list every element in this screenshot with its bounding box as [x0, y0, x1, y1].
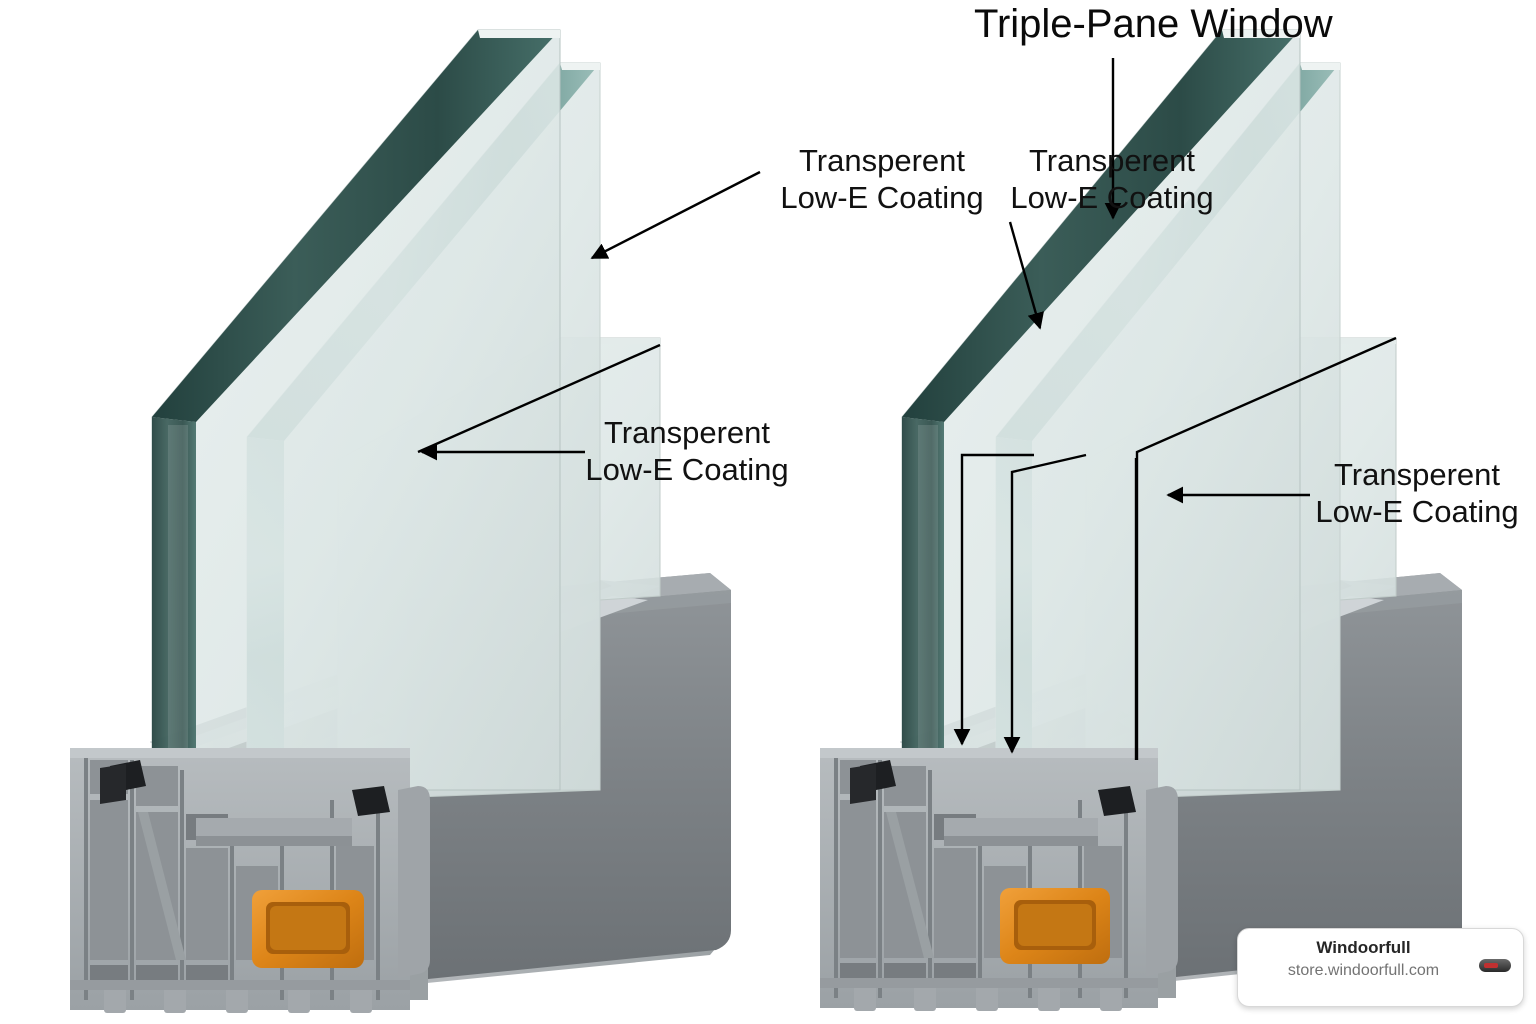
right-frame-nose	[1146, 786, 1178, 976]
left-steel-reinforcement	[252, 890, 364, 968]
left-frame-cross-section	[70, 748, 410, 1013]
callout-right-outer-coating: Transperent Low-E Coating	[1000, 142, 1224, 216]
callout-line-2: Low-E Coating	[585, 452, 789, 487]
callout-line-1: Transperent	[1029, 143, 1195, 178]
callout-line-1: Transperent	[604, 415, 770, 450]
right-callout-leaders	[953, 58, 1397, 760]
callout-right-inner-coating: Transperent Low-E Coating	[1300, 456, 1534, 530]
watermark-logo-icon	[1479, 959, 1511, 972]
page-title: Triple-Pane Window	[974, 2, 1333, 46]
right-gasket-inner	[1098, 786, 1136, 816]
right-window-assembly	[820, 29, 1462, 1011]
right-steel-reinforcement	[1000, 888, 1110, 964]
left-gasket-inner	[352, 786, 390, 816]
callout-line-2: Low-E Coating	[780, 180, 984, 215]
callout-left-outer-coating: Transperent Low-E Coating	[770, 142, 994, 216]
callout-left-inner-coating: Transperent Low-E Coating	[570, 414, 804, 488]
arrow-right-outer-coating	[1008, 221, 1044, 330]
right-frame-cross-section	[820, 748, 1158, 1011]
callout-line-2: Low-E Coating	[1010, 180, 1214, 215]
callout-line-1: Transperent	[1334, 457, 1500, 492]
left-frame-nose	[398, 786, 430, 978]
callout-line-2: Low-E Coating	[1315, 494, 1519, 529]
leader-left-inner-coating	[417, 343, 661, 454]
arrow-left-outer-coating	[590, 170, 761, 260]
left-outer-glass-pane	[151, 29, 561, 793]
left-callout-leaders	[417, 170, 761, 461]
watermark-badge: Windoorfull store.windoorfull.com	[1237, 928, 1524, 1007]
left-window-assembly	[70, 29, 731, 1013]
watermark-brand: Windoorfull	[1316, 938, 1411, 957]
watermark-url: store.windoorfull.com	[1287, 962, 1440, 979]
leader-coating-surface-2	[1003, 453, 1087, 754]
callout-line-1: Transperent	[799, 143, 965, 178]
leader-coating-surface-1	[953, 453, 1034, 746]
